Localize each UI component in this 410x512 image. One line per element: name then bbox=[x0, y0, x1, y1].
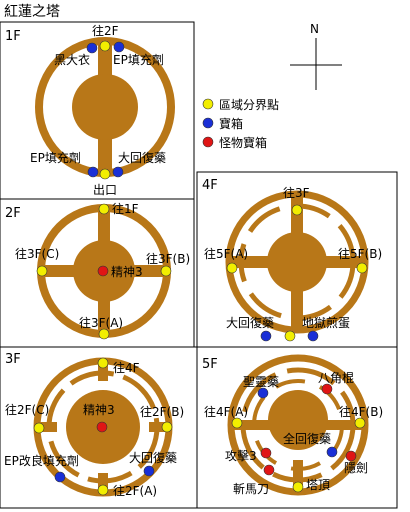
label-5f-full-potion: 全回復藥 bbox=[283, 431, 331, 446]
legend-monster-chest-icon bbox=[202, 136, 214, 148]
boundary-point-2f-left bbox=[36, 265, 48, 277]
label-5f-top-floor: 塔頂 bbox=[306, 478, 330, 492]
floor-5f-panel: 5F 聖靈藥 八角棍 往4F(A) 往4F(B) 全回復藥 攻擊3 隱劍 斬馬刀… bbox=[196, 346, 398, 509]
chest-5f-holy-elixir bbox=[257, 387, 269, 399]
boundary-point-2f-bottom bbox=[98, 328, 110, 340]
label-3f-spirit: 精神3 bbox=[83, 403, 115, 417]
label-4f-to-3f: 往3F bbox=[283, 185, 310, 200]
label-3f-to-2f-c: 往2F(C) bbox=[5, 402, 49, 417]
label-1f-exit: 出口 bbox=[93, 183, 117, 197]
boundary-point-2f-top bbox=[98, 203, 110, 215]
boundary-point-4f-left bbox=[226, 262, 238, 274]
label-1f-large-potion: 大回復藥 bbox=[118, 150, 166, 165]
boundary-point-2f-right bbox=[160, 265, 172, 277]
label-5f-hidden-sword: 隱劍 bbox=[344, 460, 368, 475]
compass-north-label: N bbox=[310, 22, 319, 36]
label-2f-spirit: 精神3 bbox=[111, 265, 143, 279]
label-5f-holy-elixir: 聖靈藥 bbox=[243, 375, 279, 389]
label-1f-ep-refill-top: EP填充劑 bbox=[113, 52, 164, 67]
label-1f-to-2f: 往2F bbox=[92, 23, 119, 38]
floor-2f-panel: 2F 往1F 往3F(C) 往3F(B) 精神3 往3F(A) bbox=[0, 198, 195, 348]
boundary-point-5f-right bbox=[354, 417, 366, 429]
floor-2f-label: 2F bbox=[5, 206, 21, 221]
chest-1f-ep-refill-top bbox=[113, 41, 125, 53]
chest-1f-large-potion bbox=[112, 166, 124, 178]
legend-boundary-icon bbox=[202, 98, 214, 110]
floor-1f-label: 1F bbox=[5, 29, 21, 44]
monster-chest-5f-attack bbox=[260, 447, 272, 459]
boundary-point-5f-left bbox=[231, 417, 243, 429]
monster-chest-3f-spirit bbox=[96, 421, 108, 433]
label-2f-to-3f-b: 往3F(B) bbox=[146, 251, 190, 266]
floor-4f-label: 4F bbox=[202, 178, 218, 193]
label-3f-ep-improved: EP改良填充劑 bbox=[4, 453, 79, 468]
legend-boundary-label: 區域分界點 bbox=[219, 98, 279, 112]
label-4f-to-5f-b: 往5F(B) bbox=[338, 246, 382, 261]
label-5f-to-4f-a: 往4F(A) bbox=[204, 404, 248, 419]
boundary-point-3f-top bbox=[97, 357, 109, 369]
floor-5f-center-room bbox=[268, 390, 328, 450]
floor-1f-panel: 1F 往2F 黑大衣 EP填充劑 EP填充劑 大回復藥 出口 bbox=[0, 21, 195, 200]
monster-chest-5f-zanbato bbox=[263, 464, 275, 476]
legend-chest-icon bbox=[202, 117, 214, 129]
label-4f-to-5f-a: 往5F(A) bbox=[204, 246, 248, 261]
label-3f-large-potion: 大回復藥 bbox=[129, 450, 177, 465]
chest-5f-full-potion bbox=[326, 446, 338, 458]
floor-4f-panel: 4F 往3F 往5F(A) 往5F(B) 大回復藥 地獄煎蛋 bbox=[196, 171, 398, 348]
compass: N bbox=[290, 22, 342, 90]
monster-chest-2f-spirit bbox=[97, 265, 109, 277]
label-3f-to-2f-b: 往2F(B) bbox=[140, 404, 184, 419]
label-5f-octagon-staff: 八角棍 bbox=[318, 371, 354, 385]
chest-3f-ep-improved bbox=[54, 471, 66, 483]
monster-chest-5f-hidden-sword bbox=[345, 450, 357, 462]
label-3f-to-4f: 往4F bbox=[113, 360, 140, 375]
boundary-point-4f-top bbox=[291, 204, 303, 216]
floor-5f-label: 5F bbox=[202, 357, 218, 372]
label-2f-to-3f-c: 往3F(C) bbox=[15, 246, 59, 261]
label-4f-hell-omelet: 地獄煎蛋 bbox=[302, 315, 350, 330]
chest-1f-ep-refill-bottom bbox=[87, 166, 99, 178]
boundary-point-3f-left bbox=[33, 422, 45, 434]
label-5f-to-4f-b: 往4F(B) bbox=[339, 404, 383, 419]
chest-1f-black-coat bbox=[86, 42, 98, 54]
chest-4f-hell-omelet bbox=[307, 330, 319, 342]
label-5f-zanbato: 斬馬刀 bbox=[233, 482, 269, 496]
chest-4f-large-potion bbox=[260, 330, 272, 342]
label-2f-to-1f: 往1F bbox=[112, 201, 139, 216]
boundary-point-4f-right bbox=[356, 262, 368, 274]
boundary-point-3f-bottom bbox=[97, 484, 109, 496]
label-1f-ep-refill-bottom: EP填充劑 bbox=[30, 150, 81, 165]
page-title: 紅蓮之塔 bbox=[4, 4, 60, 20]
floor-1f-center-room bbox=[72, 74, 138, 140]
boundary-point-1f-exit bbox=[99, 168, 111, 180]
floor-4f-center-room bbox=[267, 232, 327, 292]
boundary-point-1f-top bbox=[99, 40, 111, 52]
label-4f-large-potion: 大回復藥 bbox=[226, 315, 274, 330]
label-1f-black-coat: 黑大衣 bbox=[54, 52, 90, 67]
label-2f-to-3f-a: 往3F(A) bbox=[79, 315, 123, 330]
label-5f-attack: 攻擊3 bbox=[225, 448, 257, 463]
label-3f-to-2f-a: 往2F(A) bbox=[113, 483, 157, 498]
legend-monster-chest-label: 怪物寶箱 bbox=[219, 135, 267, 150]
floor-3f-panel: 3F 往4F 往2F(C) 精神3 往2F(B) EP改良填充劑 大回復藥 往2… bbox=[0, 346, 198, 509]
legend: 區域分界點 寶箱 怪物寶箱 bbox=[202, 98, 279, 150]
boundary-point-5f-top-floor bbox=[292, 481, 304, 493]
monster-chest-5f-octagon-staff bbox=[321, 383, 333, 395]
chest-3f-large-potion bbox=[143, 465, 155, 477]
boundary-point-3f-right bbox=[161, 421, 173, 433]
legend-chest-label: 寶箱 bbox=[219, 116, 243, 131]
floor-3f-label: 3F bbox=[5, 352, 21, 367]
boundary-point-4f-bottom bbox=[284, 330, 296, 342]
